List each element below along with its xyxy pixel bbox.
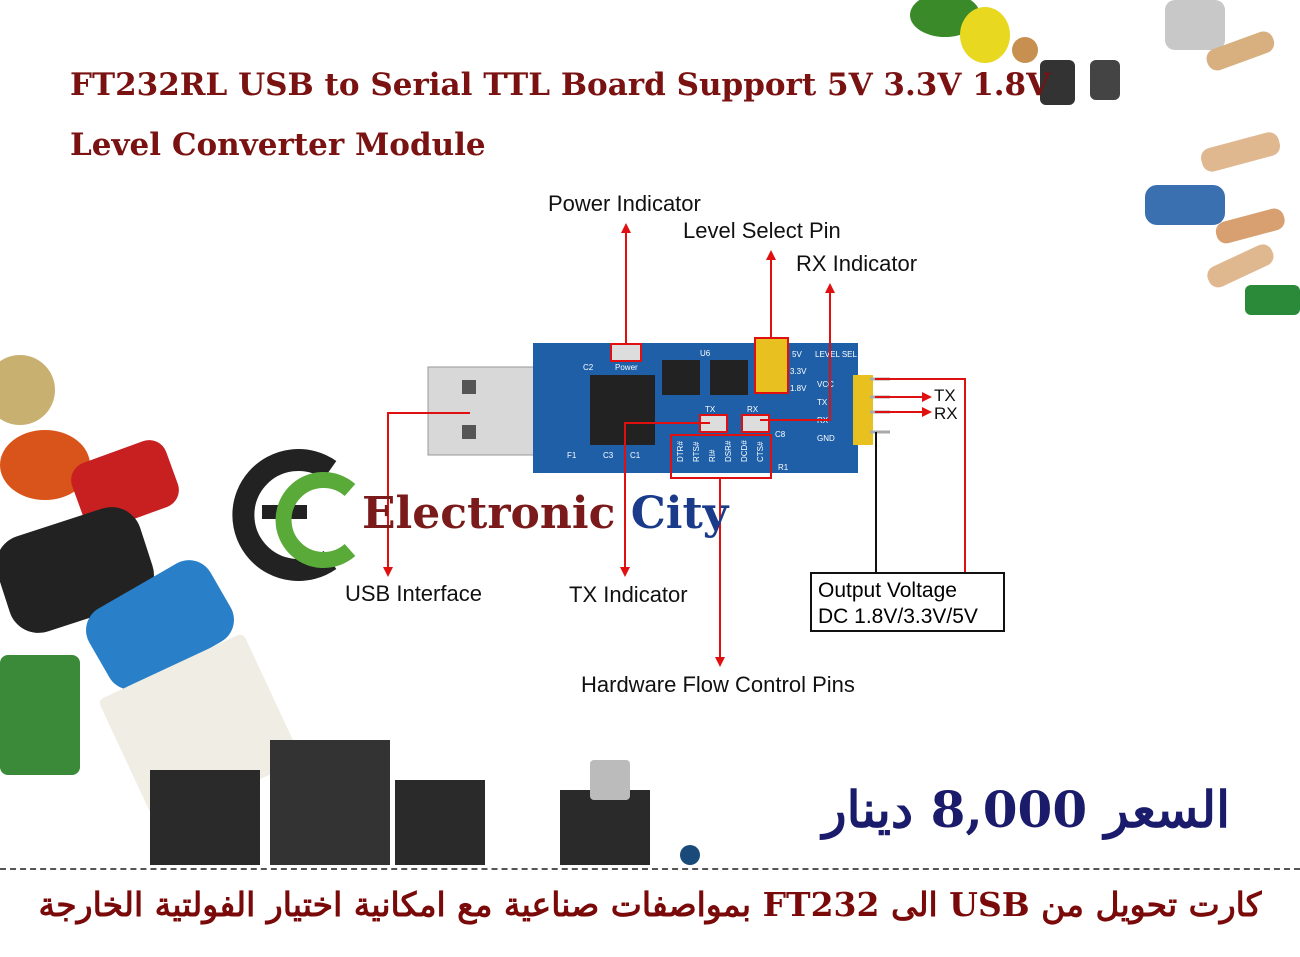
- board-flow-ri: RI#: [708, 449, 717, 462]
- rx-pin-label: RX: [934, 404, 958, 423]
- board-flow-rts: RTS#: [692, 441, 701, 462]
- board-label-3v3: 3.3V: [790, 367, 807, 376]
- power-indicator-label: Power Indicator: [548, 191, 701, 216]
- title-line-2: Level Converter Module: [70, 127, 486, 163]
- left-bottom-components: [0, 355, 700, 865]
- board-flow-dcd: DCD#: [740, 440, 749, 462]
- board-label-rx-led: RX: [747, 405, 759, 414]
- hardware-flow-control-label: Hardware Flow Control Pins: [581, 672, 855, 697]
- board-label-level-sel: LEVEL SEL: [815, 350, 858, 359]
- board-label-c3: C3: [603, 451, 614, 460]
- title-line-1: FT232RL USB to Serial TTL Board Support …: [70, 67, 1051, 103]
- divider: [0, 868, 1300, 870]
- electronic-city-logo-icon: [232, 449, 356, 581]
- logo-word-city: City: [630, 488, 729, 539]
- board-label-5v: 5V: [792, 350, 802, 359]
- board-label-1v8: 1.8V: [790, 384, 807, 393]
- board-label-c1: C1: [630, 451, 641, 460]
- logo-word-electronic: Electronic: [362, 488, 616, 539]
- board-label-r1: R1: [778, 463, 789, 472]
- level-select-pin-label: Level Select Pin: [683, 218, 841, 243]
- callout-lines: [383, 223, 966, 667]
- board-pin-vcc: VCC: [817, 380, 834, 389]
- output-voltage-line-2: DC 1.8V/3.3V/5V: [818, 605, 978, 628]
- board-flow-dtr: DTR#: [676, 441, 685, 462]
- usb-interface-label: USB Interface: [345, 581, 482, 606]
- logo-text: Electronic City: [362, 488, 728, 539]
- board-label-c2: C2: [583, 363, 594, 372]
- top-right-components: [910, 0, 1300, 315]
- board-label-c8: C8: [775, 430, 786, 439]
- tx-indicator-label: TX Indicator: [569, 582, 688, 607]
- pcb-board: Power U6 C2 F1 C3 C1 C8 R1 5V 3.3V 1.8V …: [533, 337, 890, 479]
- rx-indicator-label: RX Indicator: [796, 251, 918, 276]
- board-label-u6: U6: [700, 349, 711, 358]
- board-pin-gnd: GND: [817, 434, 835, 443]
- price-label: السعر 8,000 دينار: [822, 780, 1231, 839]
- board-label-power: Power: [615, 363, 638, 372]
- output-voltage-line-1: Output Voltage: [818, 579, 957, 602]
- board-flow-cts: CTS#: [756, 441, 765, 462]
- board-pin-tx: TX: [817, 398, 828, 407]
- product-description: كارت تحويل من USB الى FT232 بمواصفات صنا…: [38, 885, 1262, 924]
- output-voltage-box: Output Voltage DC 1.8V/3.3V/5V: [810, 572, 1005, 632]
- board-flow-dsr: DSR#: [724, 440, 733, 462]
- tx-pin-label: TX: [934, 386, 956, 405]
- board-label-tx-led: TX: [705, 405, 716, 414]
- board-label-f1: F1: [567, 451, 577, 460]
